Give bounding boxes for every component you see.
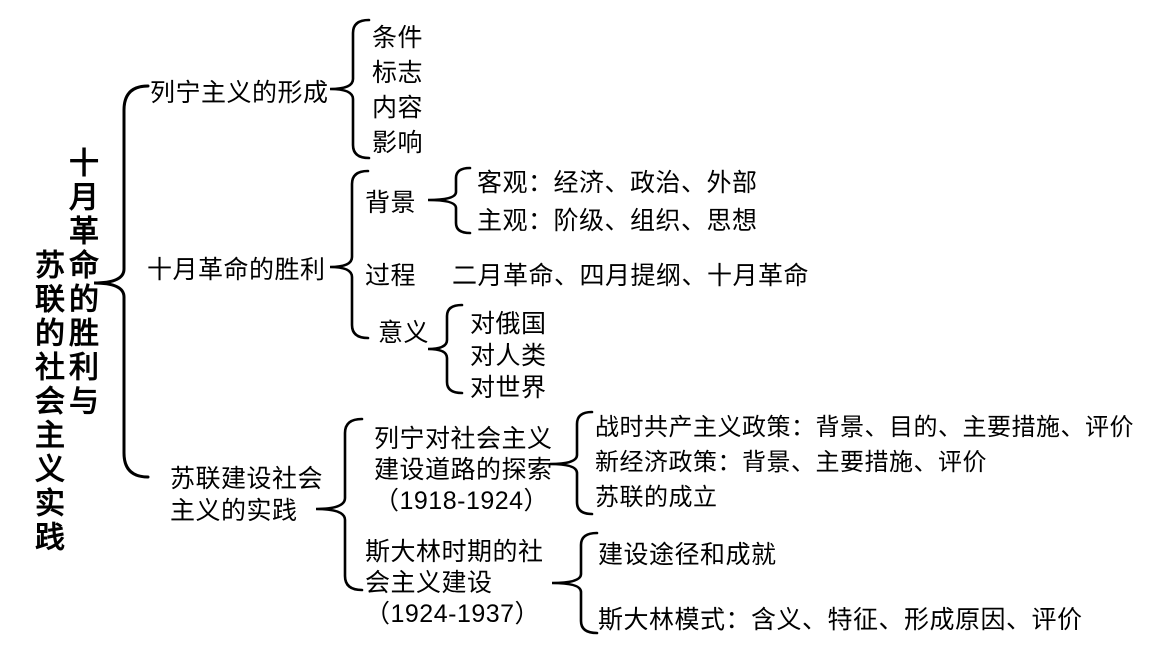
significance-child-world: 对世界 xyxy=(470,374,547,402)
stalin-label-line2: 会主义建设 xyxy=(365,569,493,597)
october-significance-label: 意义 xyxy=(378,319,430,347)
leninism-child-content: 内容 xyxy=(372,94,424,122)
stalin-child-stalin-model: 斯大林模式：含义、特征、形成原因、评价 xyxy=(598,606,1083,634)
process-content-text: 二月革命、四月提纲、十月革命 xyxy=(452,262,810,290)
lenin-child-ussr-founding: 苏联的成立 xyxy=(595,484,718,511)
branch-october-label: 十月革命的胜利 xyxy=(147,256,326,284)
brace-practice-children xyxy=(315,417,364,592)
practice-label-line2: 主义的实践 xyxy=(170,497,298,525)
brace-stalin-children xyxy=(551,531,599,635)
october-process-label: 过程 xyxy=(365,262,417,290)
leninism-children-list: 条件 标志 内容 影响 xyxy=(372,21,423,161)
leninism-child-mark: 标志 xyxy=(372,59,424,87)
brace-root xyxy=(93,84,150,479)
practice-label-line1: 苏联建设社会 xyxy=(170,465,324,493)
lenin-child-war-communism: 战时共产主义政策：背景、目的、主要措施、评价 xyxy=(595,414,1134,441)
background-subjective-text: 主观：阶级、组织、思想 xyxy=(477,207,758,235)
brace-leninism-children xyxy=(329,18,371,160)
stalin-child-achievements: 建设途径和成就 xyxy=(598,541,777,569)
significance-child-humanity: 对人类 xyxy=(470,342,547,370)
october-background-label: 背景 xyxy=(365,189,417,217)
background-objective-text: 客观：经济、政治、外部 xyxy=(477,169,758,197)
practice-lenin-label: 列宁对社会主义 建设道路的探索 （1918-1924） xyxy=(374,424,553,517)
brace-background-children xyxy=(427,166,472,235)
brace-lenin-children xyxy=(549,410,594,516)
significance-child-russia: 对俄国 xyxy=(470,310,547,338)
brace-significance-children xyxy=(427,303,464,395)
leninism-child-influence: 影响 xyxy=(372,129,424,157)
stalin-label-line3: （1924-1937） xyxy=(365,600,541,628)
leninism-child-conditions: 条件 xyxy=(372,24,424,52)
practice-stalin-label: 斯大林时期的社 会主义建设 （1924-1937） xyxy=(365,537,544,630)
root-title-column-1: 十月革命的胜利与 xyxy=(64,147,97,419)
lenin-child-nep: 新经济政策：背景、主要措施、评价 xyxy=(595,449,987,476)
lenin-label-line2: 建设道路的探索 xyxy=(374,456,553,484)
brace-october-children xyxy=(329,169,370,340)
lenin-label-line3: （1918-1924） xyxy=(374,487,550,515)
branch-practice-label: 苏联建设社会 主义的实践 xyxy=(170,463,323,527)
root-title-column-2: 苏联的社会主义实践 xyxy=(30,249,63,555)
branch-leninism-label: 列宁主义的形成 xyxy=(150,79,329,107)
stalin-label-line1: 斯大林时期的社 xyxy=(365,538,544,566)
significance-children-list: 对俄国 对人类 对世界 xyxy=(470,308,547,404)
lenin-children-list: 战时共产主义政策：背景、目的、主要措施、评价 新经济政策：背景、主要措施、评价 … xyxy=(595,410,1134,515)
lenin-label-line1: 列宁对社会主义 xyxy=(374,425,553,453)
